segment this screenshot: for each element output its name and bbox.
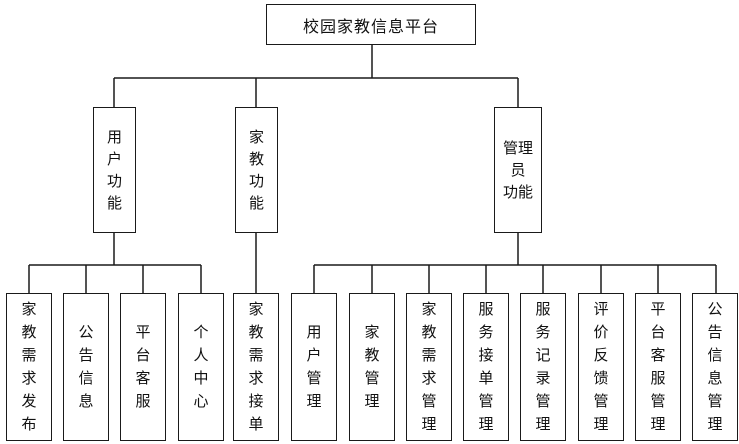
leaf-node: 家教需求发布 — [6, 293, 52, 441]
group-node-user: 用户 功能 — [93, 107, 136, 233]
leaf-label: 公告信息 — [78, 323, 94, 410]
leaf-node: 平台客服管理 — [635, 293, 681, 441]
leaf-node: 公告信息 — [63, 293, 109, 441]
leaf-label: 服务记录管理 — [535, 300, 551, 433]
leaf-node: 公告信息管理 — [692, 293, 738, 441]
leaf-label: 平台客服 — [135, 323, 151, 410]
leaf-node: 平台客服 — [120, 293, 166, 441]
leaf-node: 家教管理 — [349, 293, 395, 441]
leaf-label: 公告信息管理 — [707, 300, 723, 433]
leaf-node: 个人中心 — [178, 293, 224, 441]
leaf-label: 评价反馈管理 — [593, 300, 609, 433]
group-label-line: 用户 — [106, 128, 122, 168]
leaf-label: 用户管理 — [306, 323, 322, 410]
group-label-line: 管理员 — [502, 139, 533, 179]
leaf-node: 家教需求管理 — [406, 293, 452, 441]
leaf-label: 家教需求发布 — [21, 300, 37, 433]
group-node-admin: 管理员 功能 — [494, 107, 542, 233]
leaf-node: 家教需求接单 — [233, 293, 279, 441]
group-label-line: 功能 — [502, 183, 533, 201]
leaf-label: 家教需求管理 — [421, 300, 437, 433]
group-node-tutor: 家教 功能 — [235, 107, 278, 233]
leaf-node: 服务接单管理 — [463, 293, 509, 441]
leaf-label: 服务接单管理 — [478, 300, 494, 433]
group-label-line: 功能 — [248, 172, 264, 212]
root-label: 校园家教信息平台 — [302, 16, 439, 36]
leaf-node: 评价反馈管理 — [578, 293, 624, 441]
leaf-node: 用户管理 — [291, 293, 337, 441]
leaf-label: 家教管理 — [364, 323, 380, 410]
group-label-line: 家教 — [248, 128, 264, 168]
leaf-node: 服务记录管理 — [520, 293, 566, 441]
root-node: 校园家教信息平台 — [266, 4, 476, 45]
leaf-label: 平台客服管理 — [650, 300, 666, 433]
leaf-label: 家教需求接单 — [248, 300, 264, 433]
group-label-line: 功能 — [106, 172, 122, 212]
leaf-label: 个人中心 — [193, 323, 209, 410]
